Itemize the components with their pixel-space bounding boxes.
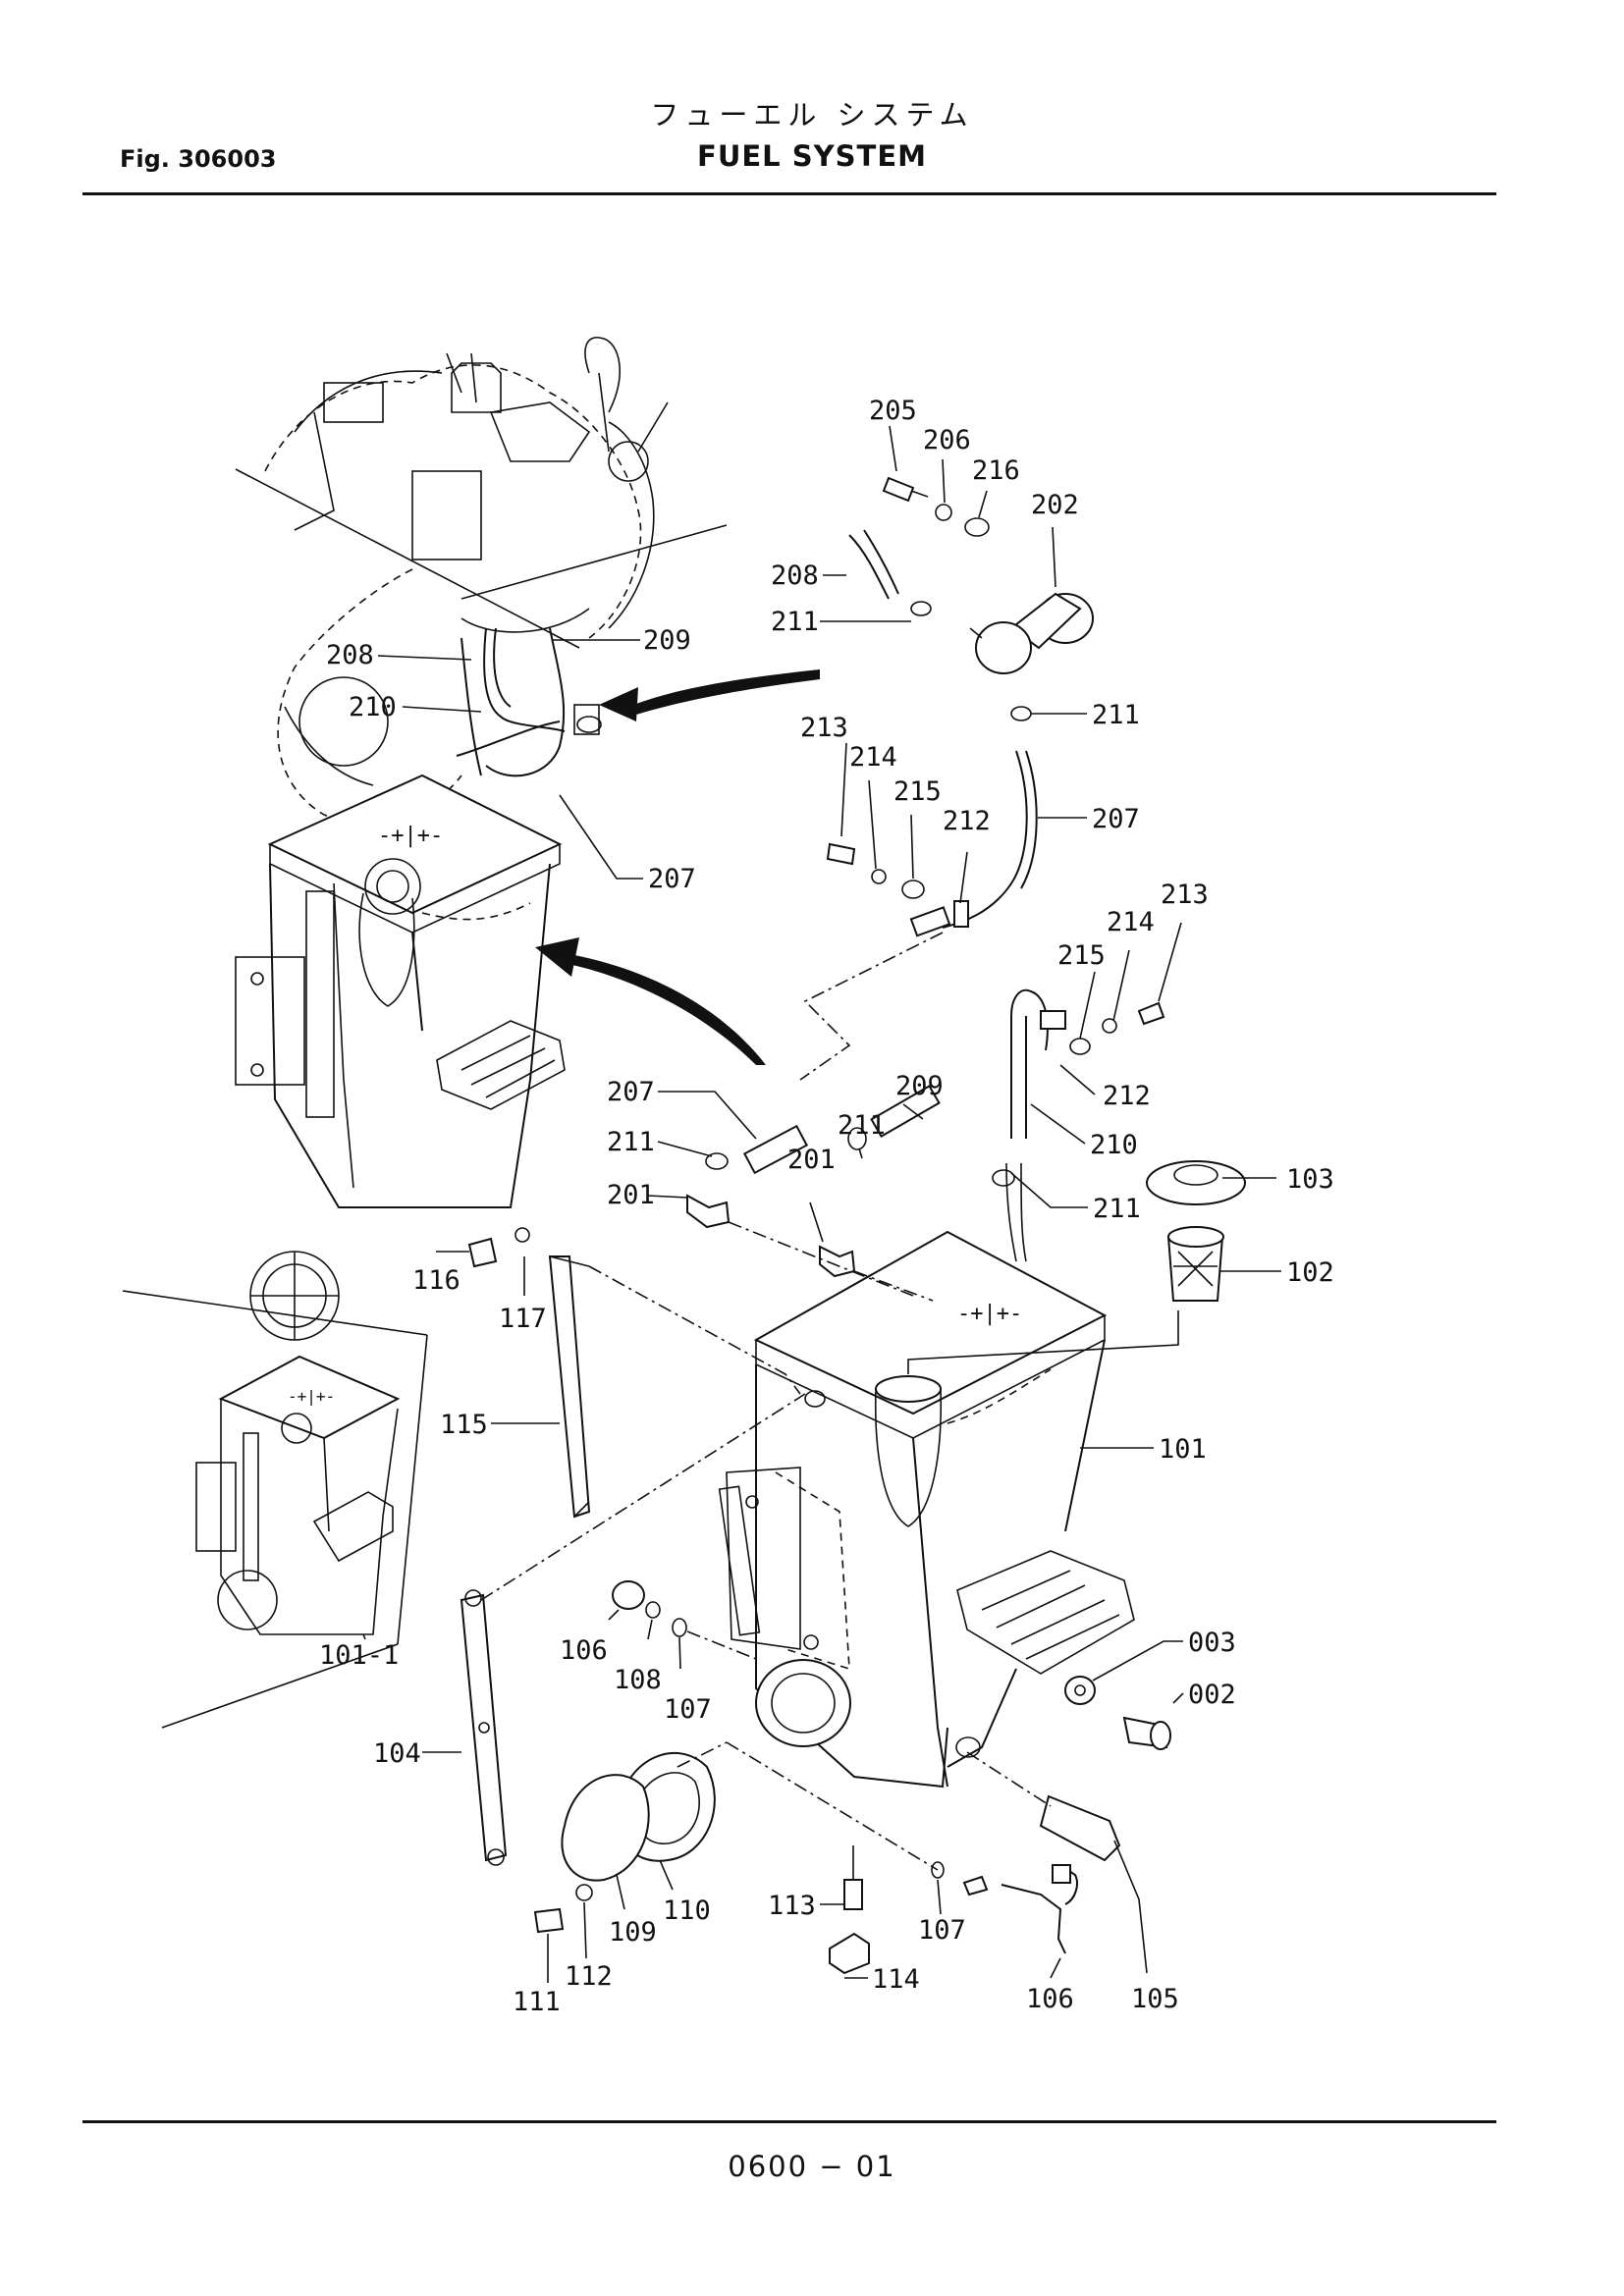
label-109: 109 bbox=[609, 1917, 657, 1948]
label-209-a: 209 bbox=[643, 625, 691, 656]
figure-number: Fig. 306003 bbox=[120, 145, 277, 173]
label-201-a: 201 bbox=[607, 1180, 655, 1210]
label-213-a: 213 bbox=[800, 713, 848, 743]
label-216: 216 bbox=[972, 455, 1020, 486]
label-211-e: 211 bbox=[838, 1110, 886, 1141]
label-113: 113 bbox=[768, 1891, 816, 1921]
label-207-b: 207 bbox=[648, 864, 696, 894]
label-106-a: 106 bbox=[560, 1635, 608, 1666]
label-104: 104 bbox=[373, 1738, 421, 1769]
label-213-b: 213 bbox=[1161, 880, 1209, 910]
label-207-a: 207 bbox=[1092, 804, 1140, 834]
label-211-c: 211 bbox=[1093, 1194, 1141, 1224]
title-japanese: フューエル システム bbox=[650, 98, 974, 132]
engine-sketch bbox=[235, 337, 728, 824]
small-parts bbox=[686, 476, 1165, 1302]
label-215-b: 215 bbox=[1057, 940, 1106, 971]
engine-hoses bbox=[456, 627, 602, 777]
label-102: 102 bbox=[1286, 1257, 1334, 1288]
label-211-b: 211 bbox=[1092, 700, 1140, 730]
label-210-a: 210 bbox=[349, 692, 397, 722]
label-214-b: 214 bbox=[1107, 907, 1155, 937]
fuel-tank-main: -+|+- bbox=[718, 1230, 1135, 1789]
label-111: 111 bbox=[513, 1987, 561, 2017]
label-108: 108 bbox=[614, 1665, 662, 1695]
label-101: 101 bbox=[1159, 1434, 1207, 1465]
label-117: 117 bbox=[499, 1304, 547, 1334]
label-106-b: 106 bbox=[1026, 1984, 1074, 2014]
label-209-b: 209 bbox=[895, 1071, 944, 1101]
label-002: 002 bbox=[1188, 1680, 1236, 1710]
label-212-a: 212 bbox=[943, 806, 991, 836]
footer-rule bbox=[82, 2120, 1496, 2123]
label-115: 115 bbox=[440, 1410, 488, 1440]
svg-text:-+|+-: -+|+- bbox=[378, 824, 443, 848]
label-116: 116 bbox=[412, 1265, 460, 1296]
bracket-and-gauge bbox=[460, 1227, 1171, 1975]
label-114: 114 bbox=[872, 1964, 920, 1995]
label-214-a: 214 bbox=[849, 742, 897, 773]
label-212-b: 212 bbox=[1103, 1081, 1151, 1111]
page-title: FUEL SYSTEM bbox=[697, 139, 927, 173]
label-210-b: 210 bbox=[1090, 1130, 1138, 1160]
hoses-to-tank bbox=[799, 750, 1066, 1262]
header-rule bbox=[82, 192, 1496, 195]
leader-lines bbox=[362, 425, 1281, 1983]
label-208-a: 208 bbox=[771, 561, 819, 591]
fuel-tank-upper-view: -+|+- bbox=[235, 774, 566, 1341]
inset-101-1: -+|+- bbox=[122, 1290, 428, 1729]
label-205: 205 bbox=[869, 396, 917, 426]
arrows bbox=[535, 669, 820, 1065]
page-number: 0600 − 01 bbox=[728, 2150, 896, 2183]
label-003: 003 bbox=[1188, 1628, 1236, 1658]
svg-text:-+|+-: -+|+- bbox=[288, 1387, 335, 1406]
label-206: 206 bbox=[923, 425, 971, 455]
label-110: 110 bbox=[663, 1896, 711, 1926]
label-101-1: 101-1 bbox=[319, 1640, 399, 1671]
label-112: 112 bbox=[565, 1961, 613, 1992]
label-201-b: 201 bbox=[787, 1145, 836, 1175]
label-208-b: 208 bbox=[326, 640, 374, 670]
label-215-a: 215 bbox=[893, 776, 942, 807]
label-107-b: 107 bbox=[918, 1915, 966, 1946]
label-207-c: 207 bbox=[607, 1077, 655, 1107]
label-105: 105 bbox=[1131, 1984, 1179, 2014]
svg-text:-+|+-: -+|+- bbox=[957, 1302, 1022, 1326]
label-211-d: 211 bbox=[607, 1127, 655, 1157]
strainer-and-cap bbox=[907, 1160, 1246, 1374]
label-107-a: 107 bbox=[664, 1694, 712, 1725]
label-211-a: 211 bbox=[771, 607, 819, 637]
callout-labels: 205 206 216 202 208 211 211 207 213 214 … bbox=[319, 396, 1334, 2017]
label-103: 103 bbox=[1286, 1164, 1334, 1195]
label-202: 202 bbox=[1031, 490, 1079, 520]
